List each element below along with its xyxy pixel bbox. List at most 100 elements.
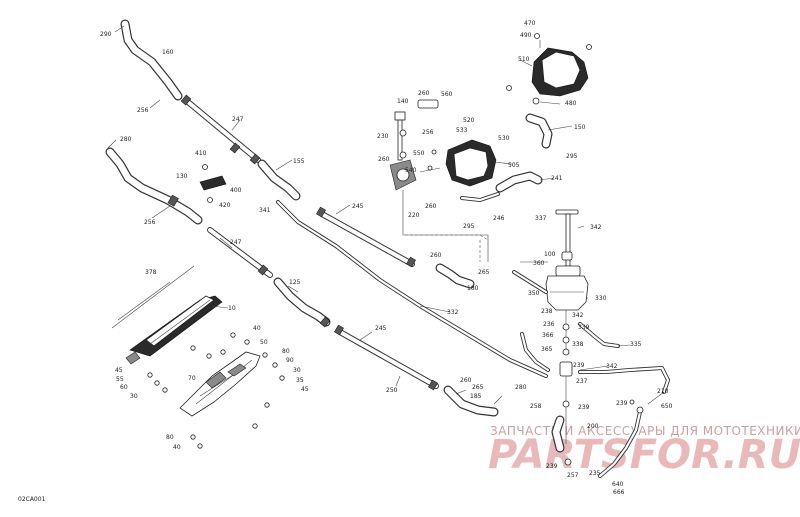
line-332 [276,200,548,378]
callout-label: 235 [589,470,601,477]
callout-label: 40 [253,325,261,332]
callout-label: 560 [441,91,453,98]
callout-label: 295 [463,223,475,230]
hose-180 [435,263,475,289]
callout-label: 505 [508,162,520,169]
callout-label: 80 [282,348,290,355]
reservoir-330 [545,209,589,350]
hose-241 [495,171,543,193]
watermark-logo: PARTSFOR.RU [488,432,800,478]
callout-label: 332 [447,309,459,316]
watermark: PARTSFOR.RU ЗАПЧАСТИ И АКСЕССУАРЫ ДЛЯ МО… [488,424,800,478]
callout-label: 256 [137,107,149,114]
callout-label: 350 [528,290,540,297]
callout-label: 80 [166,434,174,441]
callout-label: 341 [259,207,271,214]
callout-label: 490 [520,32,532,39]
callout-label: 130 [176,173,188,180]
callout-label: 260 [430,252,442,259]
callout-label: 247 [230,239,242,246]
tube-160 [120,19,183,101]
callout-label: 45 [301,386,309,393]
callout-label: 10 [228,305,236,312]
callout-label: 533 [456,127,468,134]
callout-label: 280 [120,136,132,143]
fasteners-left [147,332,285,449]
hose-246 [460,192,500,202]
crossover-505 [419,139,497,187]
callout-label: 239 [546,463,558,470]
callout-label: 260 [460,377,472,384]
callout-label: 366 [542,332,554,339]
callout-label: 260 [418,90,430,97]
callout-label: 60 [120,384,128,391]
callout-label: 239 [616,400,628,407]
callout-label: 90 [286,357,294,364]
callout-label: 256 [422,129,434,136]
callout-label: 256 [144,219,156,226]
callout-label: 245 [375,325,387,332]
callout-label: 280 [515,384,527,391]
callout-label: 470 [524,20,536,27]
pipe-247-upper [180,94,261,165]
callout-label: 650 [661,403,673,410]
hose-560 [417,99,439,109]
callout-label: 220 [408,212,420,219]
callout-label: 550 [413,150,425,157]
support-frame-70 [179,351,261,417]
leader-lines [107,25,665,405]
pipe-245-lower [334,324,439,391]
callout-label: 50 [260,339,268,346]
hose-640 [598,410,642,478]
callout-label: 55 [116,376,124,383]
callout-label: 35 [296,377,304,384]
callout-label: 45 [115,367,123,374]
callout-label: 30 [130,393,138,400]
callout-label: 520 [463,117,475,124]
callout-label: 70 [188,375,196,382]
pipe-247-lower [207,227,273,278]
callout-label: 185 [470,393,482,400]
callout-label: 338 [572,341,584,348]
pump-220 [389,111,489,262]
callout-label: 238 [541,308,553,315]
callout-label: 540 [405,167,417,174]
callout-label: 257 [567,472,579,479]
pipe-245-upper [316,206,416,268]
callout-label: 640 [612,481,624,488]
tube-125 [273,277,331,328]
callout-label: 265 [472,384,484,391]
callout-label: 245 [352,203,364,210]
callout-label: 140 [397,98,409,105]
callout-label: 378 [145,269,157,276]
callout-label: 150 [574,124,586,131]
callout-label: 360 [533,260,545,267]
callout-label: 335 [630,341,642,348]
callout-label: 241 [551,175,563,182]
callout-label: 180 [467,285,479,292]
hose-335 [578,322,620,348]
hose-200 [551,415,565,453]
callout-label: 342 [606,363,618,370]
radiator-10 [111,265,223,365]
callout-label: 246 [493,215,505,222]
callout-label: 410 [195,150,207,157]
line-650 [578,366,670,394]
housing-510 [506,33,592,105]
callout-label: 210 [657,388,669,395]
dashed-route [405,234,489,262]
callout-label: 420 [219,202,231,209]
callout-label: 236 [543,321,555,328]
callout-label: 239 [578,404,590,411]
hose-366 [520,332,550,372]
fitting-210 [564,399,644,466]
hose-350 [512,261,548,294]
callout-label: 160 [162,49,174,56]
callout-label: 510 [518,56,530,63]
callout-label: 30 [293,367,301,374]
callout-label: 265 [478,269,490,276]
tube-130 [105,147,203,225]
callout-label: 342 [590,224,602,231]
callout-label: 666 [613,489,625,496]
callout-label: 237 [576,378,588,385]
